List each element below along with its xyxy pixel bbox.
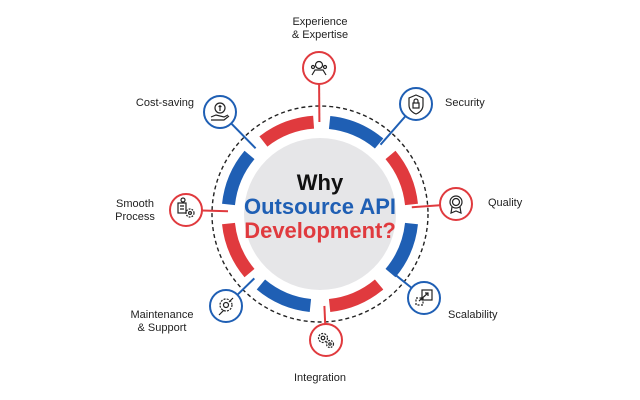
money-hand-icon [203,95,237,129]
connector-line [201,209,229,213]
connector-line [379,115,407,146]
title-outsource-api: Outsource API [244,194,396,219]
process-icon [169,193,203,227]
label-experience-expertise: Experience & Expertise [291,16,349,41]
label-integration: Integration [294,372,346,384]
title-development: Development? [244,218,396,243]
ring-segment [256,279,312,312]
ring-segment [328,279,384,312]
title-why: Why [296,170,344,195]
connector-line [411,204,441,209]
label-maintenance-support: Maintenance & Support [130,309,194,334]
connector-line [323,305,327,325]
connector-line [236,277,255,296]
label-quality: Quality [488,197,523,209]
ring-segment [385,222,418,278]
connector-line [390,271,413,289]
ring-segment [328,116,384,149]
dashed-ring [211,105,429,323]
label-cost-saving: Cost-saving [135,97,194,109]
ring-segment [385,150,418,206]
quality-badge-icon [439,187,473,221]
maintenance-icon [209,289,243,323]
expertise-icon [302,51,336,85]
ring-segment [259,115,315,147]
icon-nodes [169,51,473,357]
ring-segment [222,222,255,278]
label-security: Security [445,97,485,109]
ring-segment [222,150,255,206]
center-disc [244,138,396,290]
connector-line [230,122,257,149]
label-smooth-process: Smooth Process [115,198,155,223]
lock-icon [399,87,433,121]
scale-arrows-icon [407,281,441,315]
label-scalability: Scalability [448,309,498,321]
gears-icon [309,323,343,357]
connectors [201,83,441,325]
ring-arcs [222,115,418,312]
